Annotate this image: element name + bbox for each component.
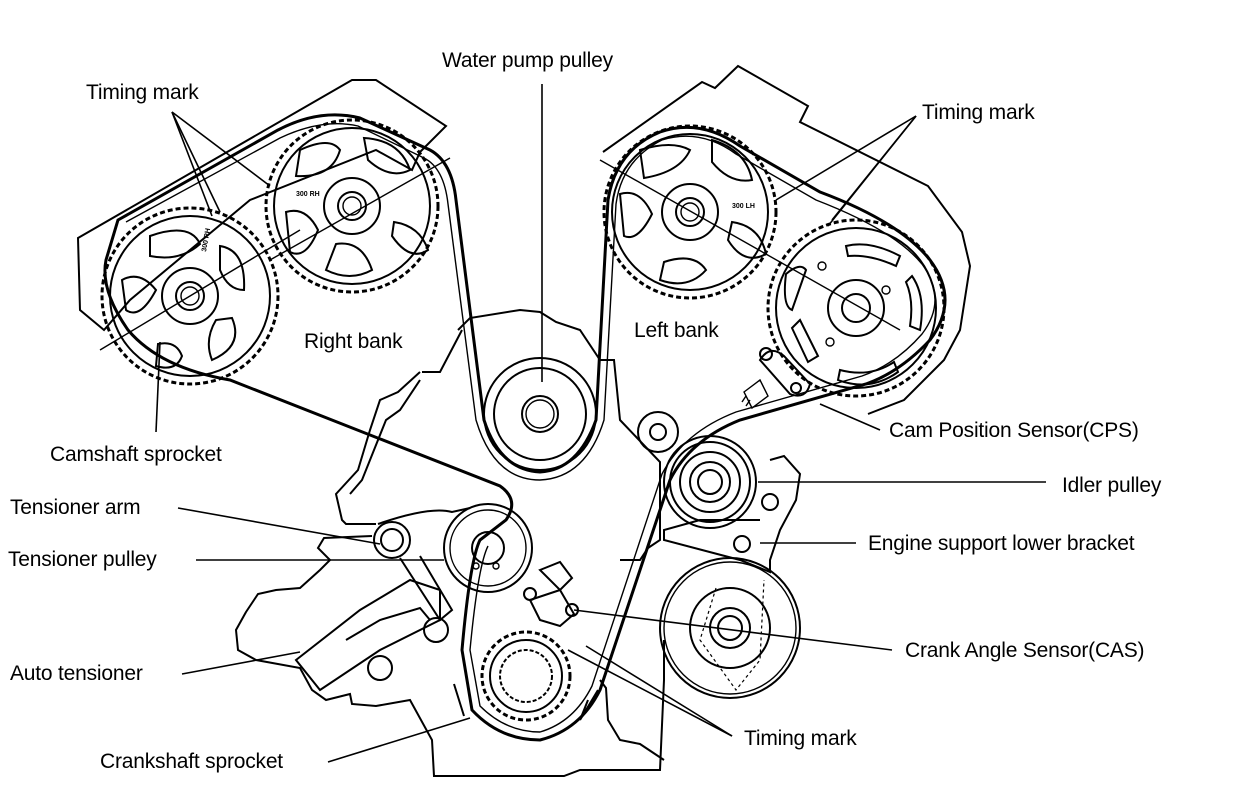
crankshaft-sprocket: [453, 630, 599, 722]
tensioner-arm: [373, 507, 471, 622]
auto-tensioner: [294, 578, 449, 692]
leader-cas: [573, 609, 893, 651]
right-bank-head-outline: [76, 79, 448, 332]
label-engine-support-lower-bracket: Engine support lower bracket: [868, 532, 1135, 555]
timing-belt: [103, 113, 947, 742]
sprocket-stamp-left-front: 300 LH: [732, 203, 755, 210]
sprocket-stamp-right-front: 300 RH: [201, 228, 212, 253]
label-timing-mark-top-left: Timing mark: [86, 81, 199, 104]
leader-auto-tensioner: [181, 651, 301, 675]
camshaft-sprocket-left-bank-rear: [766, 218, 946, 398]
alternator-pulley: [659, 557, 801, 699]
idler-bracket-outline: [663, 454, 802, 574]
label-cam-position-sensor: Cam Position Sensor(CPS): [889, 419, 1139, 442]
leader-crankshaft-sprocket: [327, 717, 471, 763]
block-boss: [637, 411, 679, 453]
leader-tensioner-arm: [177, 507, 381, 545]
leaders-timing-mark-top-right: [775, 115, 917, 227]
label-crank-angle-sensor: Crank Angle Sensor(CAS): [905, 639, 1145, 662]
camshaft-sprocket-right-bank-front: 300 RH: [99, 206, 301, 386]
left-bank-head-outline: [602, 64, 972, 415]
label-tensioner-arm: Tensioner arm: [10, 496, 141, 519]
crank-angle-sensor: [523, 560, 579, 628]
leaders-timing-mark-bottom: [567, 645, 733, 737]
label-crankshaft-sprocket: Crankshaft sprocket: [100, 750, 283, 773]
label-auto-tensioner: Auto tensioner: [10, 662, 143, 685]
water-pump-pulley: [483, 357, 597, 471]
sprocket-stamp-right-rear: 300 RH: [296, 191, 320, 198]
leader-cps: [819, 403, 881, 431]
idler-pulley: [663, 435, 779, 553]
leaders-timing-mark-top-left: [171, 111, 271, 217]
cam-position-sensor: [741, 347, 812, 410]
label-water-pump-pulley: Water pump pulley: [442, 49, 613, 72]
camshaft-sprocket-left-bank-front: 300 LH: [599, 124, 901, 331]
label-right-bank: Right bank: [304, 330, 403, 353]
label-timing-mark-top-right: Timing mark: [922, 101, 1035, 124]
label-tensioner-pulley: Tensioner pulley: [8, 548, 157, 571]
label-camshaft-sprocket: Camshaft sprocket: [50, 443, 222, 466]
tensioner-pulley: [443, 503, 533, 593]
label-left-bank: Left bank: [634, 319, 719, 342]
leader-camshaft-sprocket: [155, 341, 161, 433]
camshaft-sprocket-right-bank-rear: 300 RH: [264, 118, 451, 294]
label-timing-mark-bottom: Timing mark: [744, 727, 857, 750]
label-idler-pulley: Idler pulley: [1062, 474, 1162, 497]
